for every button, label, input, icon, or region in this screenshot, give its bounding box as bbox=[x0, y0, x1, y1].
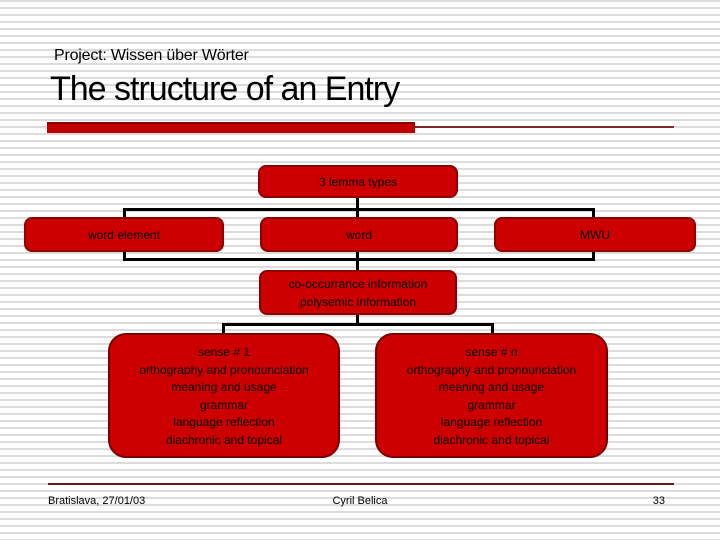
connector-word-element-down bbox=[123, 251, 126, 261]
title-underline-thin bbox=[415, 126, 674, 128]
node-label: 3 lemma types bbox=[318, 174, 398, 189]
footer-divider bbox=[48, 483, 674, 485]
node-label: MWU bbox=[580, 227, 610, 242]
connector-bottom-bracket bbox=[123, 258, 595, 261]
connector-info-vertical bbox=[356, 314, 359, 325]
connector-sense-1-down bbox=[222, 323, 225, 334]
node-word: word bbox=[260, 217, 458, 252]
node-3-lemma-types: 3 lemma types bbox=[258, 165, 458, 198]
sense-detail: meaning and usage bbox=[438, 380, 545, 394]
sense-detail: grammar bbox=[467, 397, 516, 412]
sense-title: sense # n bbox=[465, 345, 518, 359]
footer-location-date: Bratislava, 27/01/03 bbox=[48, 495, 146, 507]
title-underline-thick bbox=[47, 122, 415, 133]
connector-top-bracket bbox=[123, 208, 595, 211]
sense-detail: diachronic and topical bbox=[165, 432, 283, 447]
node-label: word element bbox=[87, 227, 161, 242]
connector-word-element-up bbox=[123, 208, 126, 218]
footer-author: Cyril Belica bbox=[332, 495, 388, 507]
connector-mwu-down bbox=[592, 251, 595, 261]
connector-sense-n-down bbox=[491, 323, 494, 334]
node-label: word bbox=[345, 227, 372, 242]
node-sense-n: sense # n orthography and pronounciation… bbox=[375, 333, 608, 458]
node-sense-1: sense # 1 orthography and pronounciation… bbox=[108, 333, 340, 458]
sense-title: sense # 1 bbox=[197, 345, 251, 359]
connector-mwu-up bbox=[592, 208, 595, 218]
sense-detail: orthography and pronounciation bbox=[406, 362, 577, 377]
sense-detail: orthography and pronounciation bbox=[139, 362, 309, 377]
connector-word-down bbox=[356, 251, 359, 271]
node-label-line-1: co-occurrance information bbox=[288, 276, 428, 291]
slide-title: The structure of an Entry bbox=[50, 70, 400, 108]
sense-detail: diachronic and topical bbox=[433, 432, 550, 447]
project-subtitle: Project: Wissen über Wörter bbox=[54, 47, 249, 64]
node-label-line-2: polysemic information bbox=[299, 294, 417, 309]
connector-sense-bracket bbox=[222, 323, 494, 326]
node-occurrence-info: co-occurrance information polysemic info… bbox=[259, 270, 457, 315]
node-mwu: MWU bbox=[494, 217, 696, 252]
footer-page-number: 33 bbox=[652, 495, 665, 507]
sense-detail: grammar bbox=[199, 397, 248, 412]
sense-detail: meaning and usage bbox=[171, 380, 277, 394]
sense-detail: language reflection bbox=[440, 415, 543, 429]
sense-detail: language reflection bbox=[173, 415, 275, 429]
node-word-element: word element bbox=[24, 217, 224, 252]
